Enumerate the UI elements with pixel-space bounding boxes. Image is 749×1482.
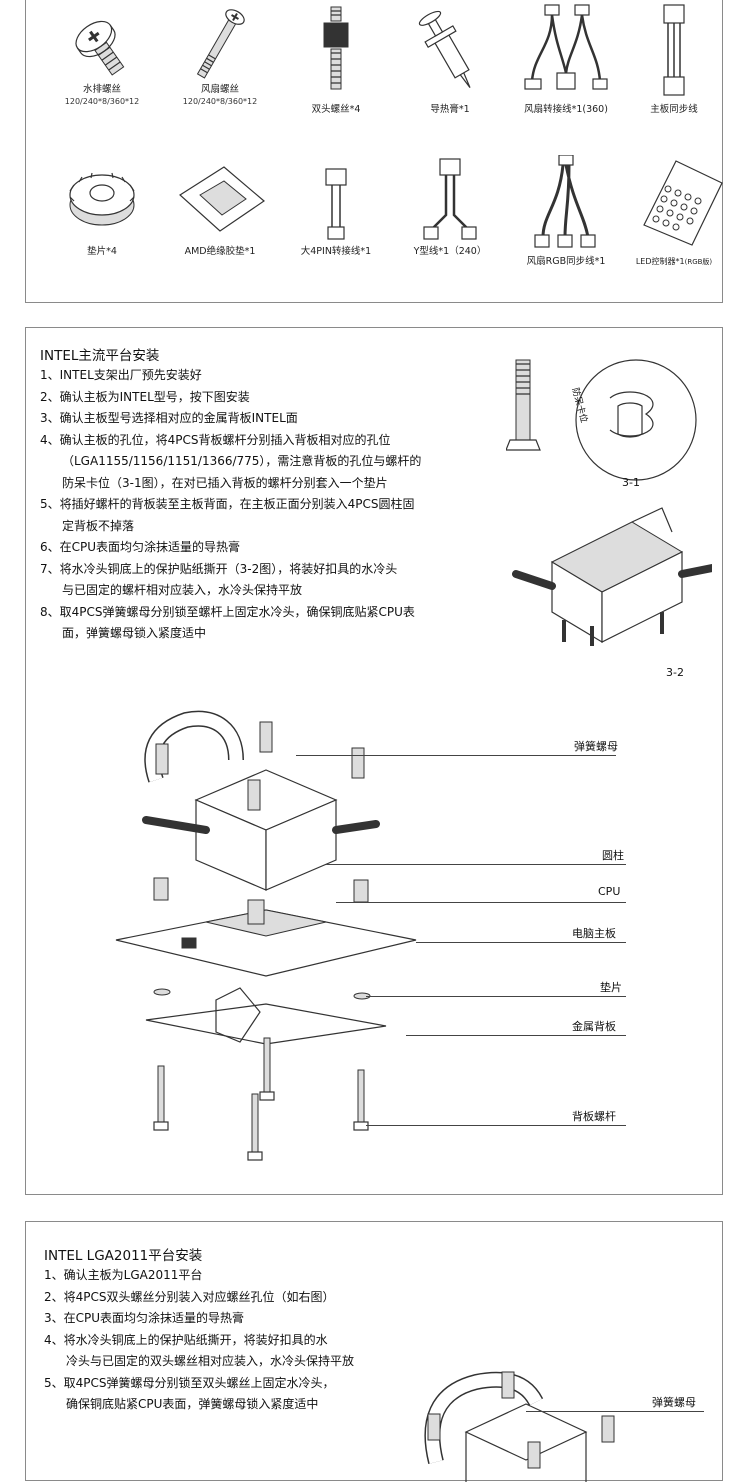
- section-title: INTEL LGA2011平台安装: [44, 1248, 203, 1264]
- step-line: 防呆卡位（3-1图），在对已插入背板的螺杆分别套入一个垫片: [62, 475, 388, 490]
- part-double-screw: 双头螺丝*4: [276, 3, 396, 116]
- label-spring-nut: 弹簧螺母: [574, 740, 618, 753]
- section-title: INTEL主流平台安装: [40, 348, 160, 364]
- part-washer: 垫片*4: [42, 155, 162, 258]
- backplate-screw-figure: [506, 359, 697, 481]
- long-screw-icon: [196, 9, 245, 79]
- leader-line: [366, 996, 626, 997]
- part-amd-pad: AMD绝缘胶垫*1: [160, 155, 280, 258]
- leader-line: [326, 864, 626, 865]
- step-line: 7、将水冷头铜底上的保护贴纸撕开（3-2图），将装好扣具的水冷头: [40, 561, 398, 576]
- label-spring-nut: 弹簧螺母: [652, 1396, 696, 1409]
- part-water-screw: 水排螺丝 120/240*8/360*12: [42, 3, 162, 107]
- step-line: 冷头与已固定的双头螺丝相对应装入，水冷头保持平放: [66, 1354, 355, 1368]
- part-name: 风扇螺丝: [200, 84, 239, 95]
- rgb-sync-cable-icon: [534, 155, 596, 248]
- part-name: 主板同步线: [650, 104, 698, 115]
- fan-adapter-cable-icon: [524, 4, 608, 90]
- y-cable-icon: [423, 158, 477, 240]
- step-line: 1、确认主板为LGA2011平台: [44, 1268, 203, 1282]
- intel-install-panel: INTEL主流平台安装 1、INTEL支架出厂预先安装好 2、确认主板为INTE…: [25, 327, 723, 1195]
- thermal-paste-syringe-icon: [418, 10, 471, 89]
- leader-line: [296, 755, 616, 756]
- insulation-pad-icon: [179, 166, 265, 232]
- led-controller-icon: [643, 160, 723, 246]
- part-name: 风扇转接线*1(360): [524, 104, 608, 115]
- part-name: AMD绝缘胶垫*1: [184, 246, 256, 257]
- part-name-text: LED控制器*1: [635, 257, 685, 266]
- step-line: 4、将水冷头铜底上的保护贴纸撕开，将装好扣具的水: [44, 1332, 328, 1347]
- step-line: 与已固定的螺杆相对应装入，水冷头保持平放: [62, 583, 303, 597]
- part-fan-adapter: 风扇转接线*1(360): [506, 3, 626, 116]
- phillips-screw-icon: [75, 20, 125, 76]
- leader-line: [526, 1411, 704, 1412]
- step-line: （LGA1155/1156/1151/1366/775），需注意背板的孔位与螺杆…: [62, 454, 422, 468]
- fig-caption: 3-2: [666, 666, 684, 679]
- label-backplate: 金属背板: [572, 1020, 616, 1033]
- label-motherboard: 电脑主板: [572, 927, 616, 940]
- step-line: 6、在CPU表面均匀涂抹适量的导热膏: [40, 540, 241, 554]
- part-name: LED控制器*1(RGB版): [614, 255, 734, 269]
- label-backplate-screw: 背板螺杆: [572, 1110, 616, 1123]
- intel-exploded-diagram: [115, 710, 417, 1161]
- part-thermal-paste: 导热膏*1: [390, 3, 510, 116]
- part-name: 风扇RGB同步线*1: [526, 256, 606, 267]
- part-name: 导热膏*1: [430, 104, 470, 115]
- step-line: 5、将插好螺杆的背板装至主板背面，在主板正面分别装入4PCS圆柱固: [40, 497, 415, 511]
- step-line: 3、确认主板型号选择相对应的金属背板INTEL面: [40, 411, 298, 425]
- part-name: 水排螺丝: [82, 84, 121, 95]
- part-spec: 120/240*8/360*12: [182, 97, 258, 106]
- 4pin-cable-icon: [325, 168, 347, 240]
- part-name: 双头螺丝*4: [311, 104, 361, 115]
- lga2011-water-block-figure: [424, 1371, 615, 1482]
- part-spec: 120/240*8/360*12: [64, 97, 140, 106]
- leader-line: [366, 1125, 626, 1126]
- step-line: 确保铜底贴紧CPU表面，弹簧螺母锁入紧度适中: [66, 1397, 319, 1411]
- step-line: 面，弹簧螺母锁入紧度适中: [62, 626, 207, 640]
- sync-cable-icon: [663, 4, 685, 96]
- label-washer: 垫片: [600, 981, 622, 994]
- step-line: 定背板不掉落: [62, 518, 135, 533]
- water-block-sticker-figure: [512, 507, 712, 646]
- part-name: 垫片*4: [87, 246, 117, 257]
- part-y-cable: Y型线*1（240）: [390, 155, 510, 258]
- part-4pin: 大4PIN转接线*1: [276, 155, 396, 258]
- step-line: 3、在CPU表面均匀涂抹适量的导热膏: [44, 1311, 245, 1325]
- step-line: 8、取4PCS弹簧螺母分别锁至螺杆上固定水冷头，确保铜底贴紧CPU表: [40, 604, 415, 619]
- knurled-washer-icon: [69, 172, 135, 226]
- part-rgb-sync: 风扇RGB同步线*1: [506, 155, 626, 268]
- label-cpu: CPU: [598, 885, 621, 898]
- leader-line: [416, 942, 626, 943]
- step-line: 5、取4PCS弹簧螺母分别锁至双头螺丝上固定水冷头，: [44, 1375, 335, 1390]
- leader-line: [336, 902, 626, 903]
- leader-line: [406, 1035, 626, 1036]
- part-mb-sync: 主板同步线: [614, 3, 734, 116]
- fig-caption: 3-1: [622, 476, 640, 489]
- step-line: 1、INTEL支架出厂预先安装好: [40, 368, 202, 382]
- part-fan-screw: 风扇螺丝 120/240*8/360*12: [160, 3, 280, 107]
- step-line: 4、确认主板的孔位，将4PCS背板螺杆分别插入背板相对应的孔位: [40, 432, 391, 447]
- part-spec: (RGB版): [684, 258, 713, 266]
- step-line: 2、将4PCS双头螺丝分别装入对应螺丝孔位（如右图）: [44, 1289, 335, 1304]
- parts-list-panel: 水排螺丝 120/240*8/360*12 风扇螺丝 120/240*8/360…: [25, 0, 723, 303]
- part-name: Y型线*1（240）: [413, 246, 487, 257]
- part-name: 大4PIN转接线*1: [300, 246, 372, 257]
- double-head-screw-icon: [323, 6, 349, 90]
- label-pillar: 圆柱: [602, 849, 624, 862]
- part-led-controller: LED控制器*1(RGB版): [614, 155, 734, 269]
- step-line: 2、确认主板为INTEL型号，按下图安装: [40, 389, 250, 404]
- lga2011-install-panel: INTEL LGA2011平台安装 1、确认主板为LGA2011平台 2、将4P…: [25, 1221, 723, 1482]
